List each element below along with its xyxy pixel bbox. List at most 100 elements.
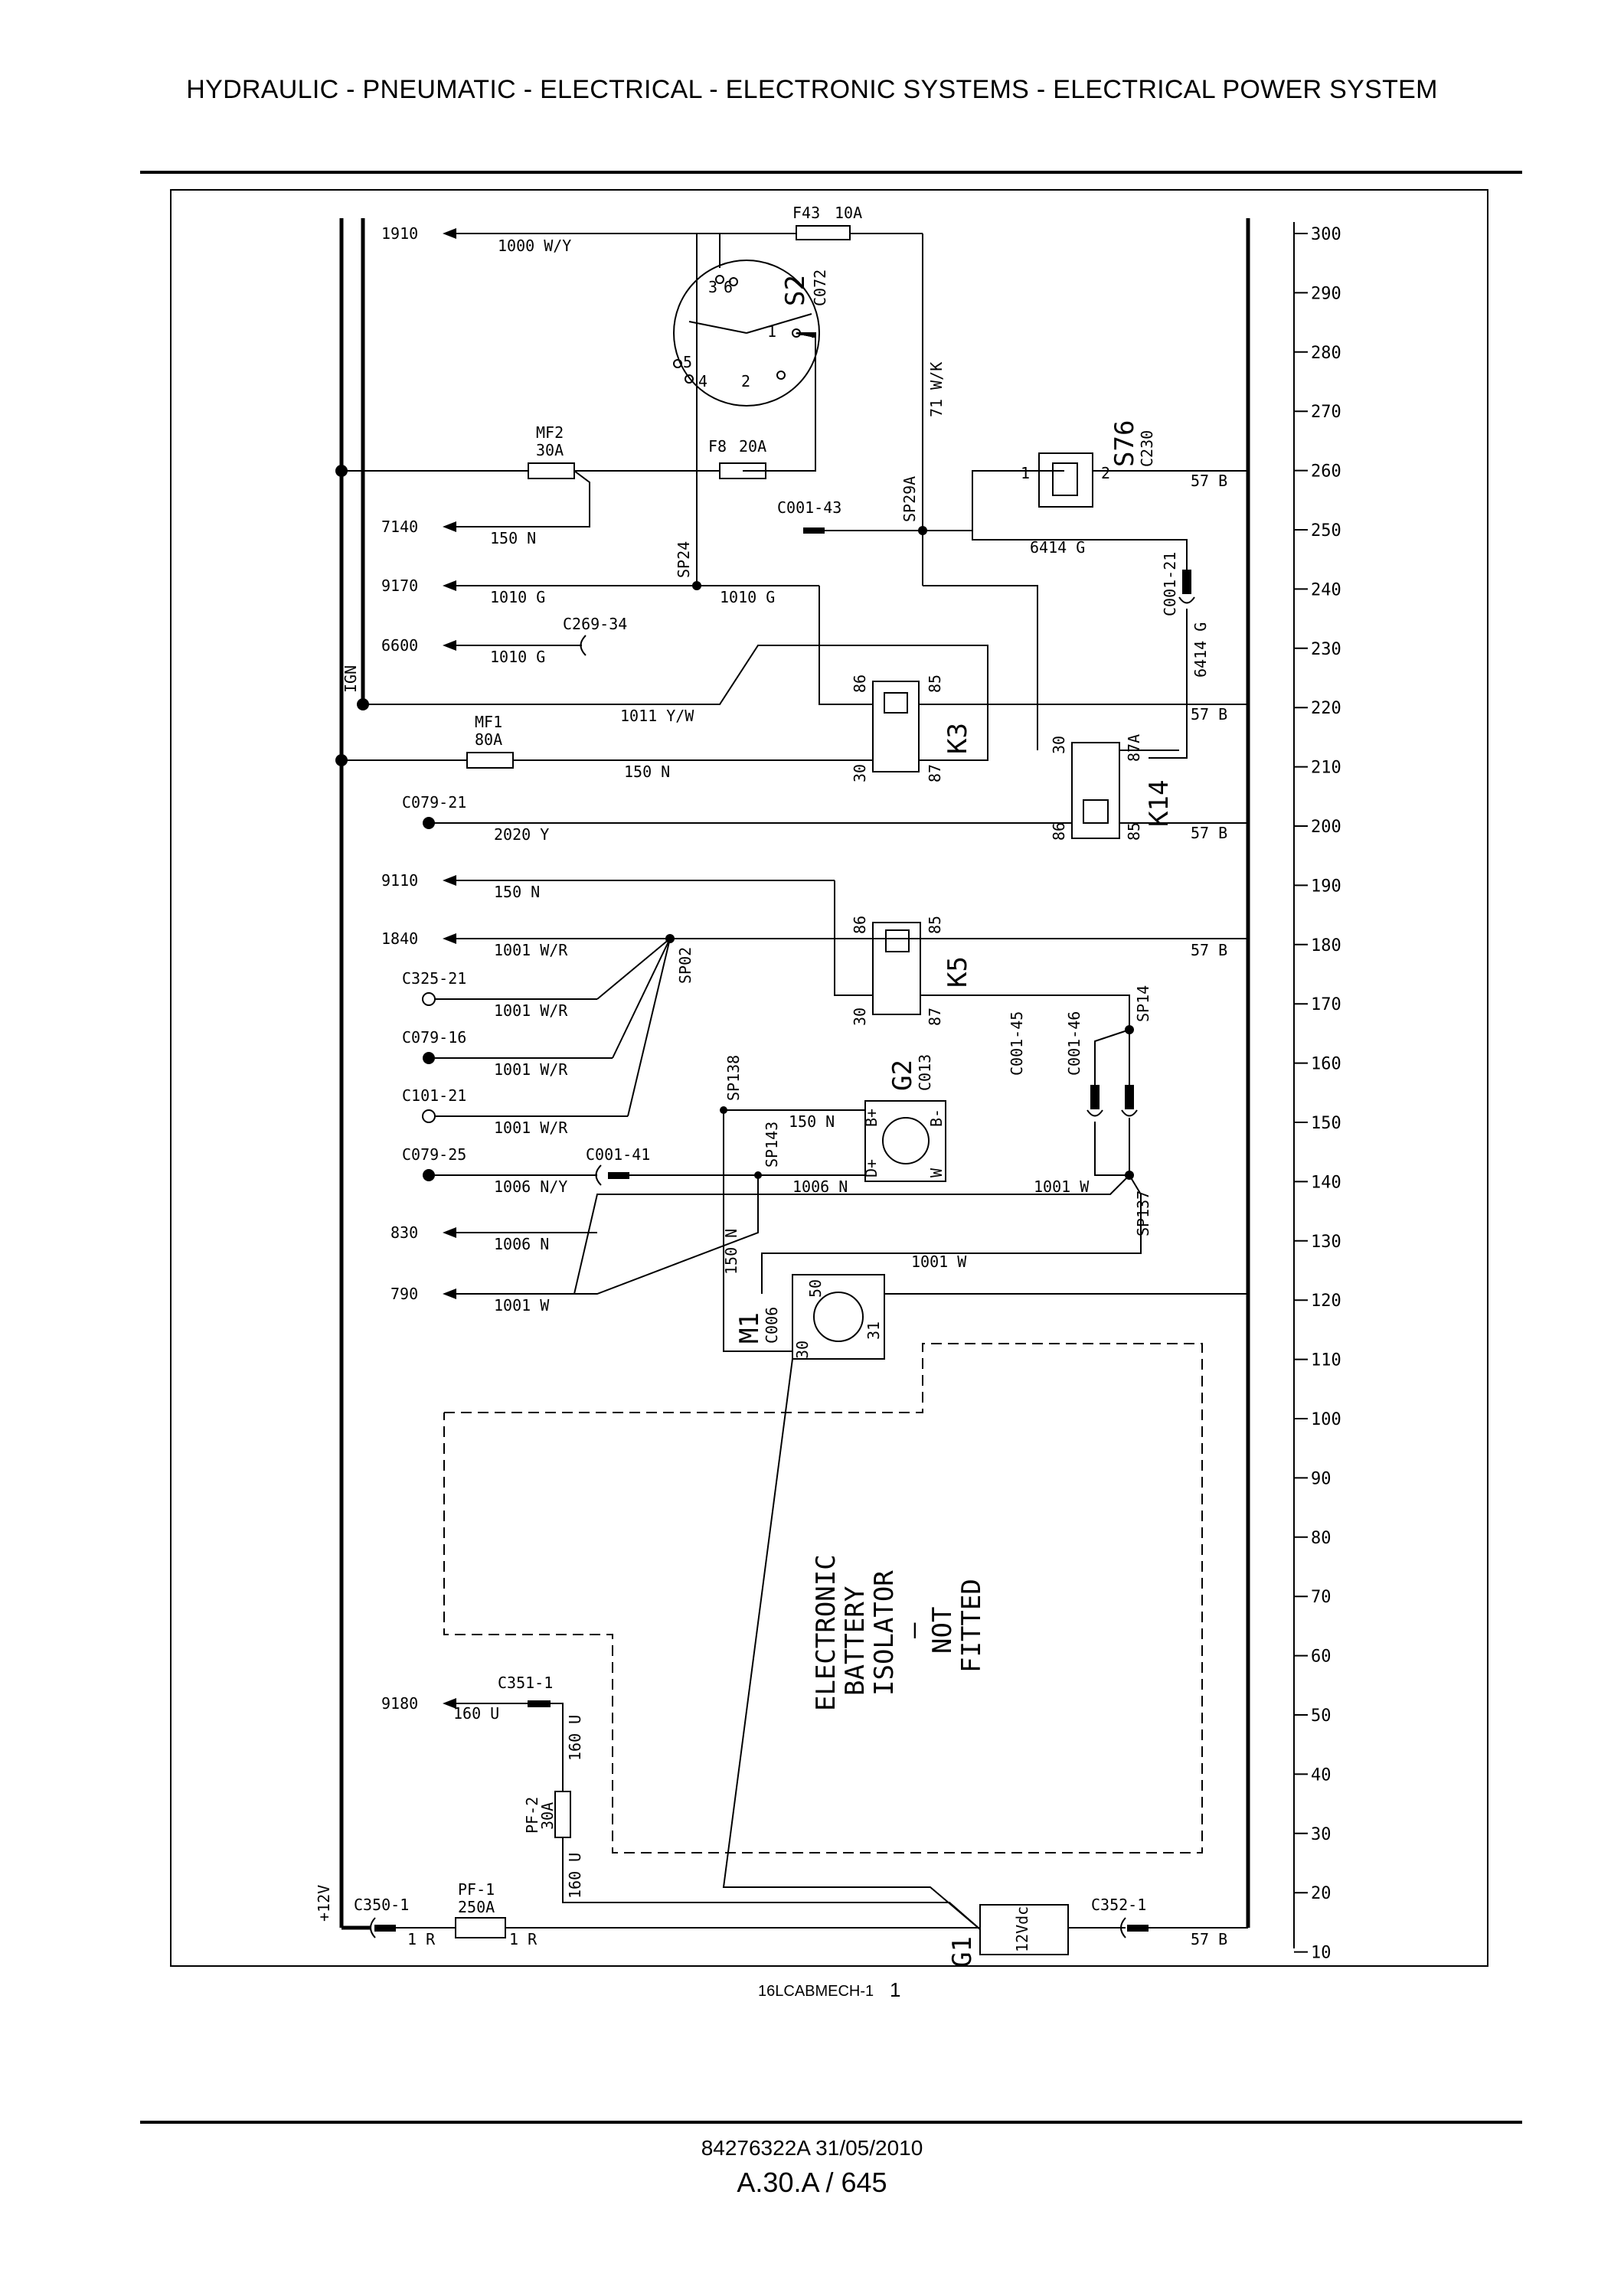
m1-pin-30: 30 — [793, 1341, 812, 1359]
component-m1-connector: C006 — [763, 1307, 781, 1344]
s2-pin-6: 6 — [724, 278, 733, 296]
wire-label: 1006 N — [494, 1235, 549, 1253]
circuit-6600: 6600 — [381, 636, 418, 655]
circuit-7140: 7140 — [381, 518, 418, 536]
grid-scale-label: 130 — [1311, 1233, 1341, 1252]
circuit-9180: 9180 — [381, 1694, 418, 1713]
component-s76-connector: C230 — [1138, 430, 1156, 467]
g2-pin-dplus: D+ — [862, 1159, 881, 1177]
figure-code: 16LCABMECH-1 — [758, 1983, 874, 2000]
k3-pin-85: 85 — [926, 674, 944, 693]
component-s2-connector: C072 — [811, 269, 829, 306]
k5-pin-85: 85 — [926, 916, 944, 934]
circuit-830: 830 — [390, 1223, 418, 1242]
k3-pin-30: 30 — [851, 764, 869, 782]
grid-scale-label: 100 — [1311, 1410, 1341, 1429]
grid-scale-label: 170 — [1311, 995, 1341, 1014]
fuse-f8-label: F8 — [708, 437, 727, 456]
rail-label-plus12v: +12V — [315, 1885, 333, 1922]
splice-sp143: SP143 — [763, 1122, 781, 1168]
isolator-note-line-5: NOT — [927, 1607, 958, 1654]
splice-sp14: SP14 — [1134, 985, 1152, 1022]
s2-pin-2: 2 — [741, 372, 750, 390]
fuse-pf1-rating: 250A — [458, 1898, 495, 1916]
splice-sp02: SP02 — [676, 947, 694, 984]
fuse-f43-rating: 10A — [835, 204, 862, 222]
connector-c101-21: C101-21 — [402, 1086, 466, 1105]
footer-document-code: 84276322A 31/05/2010 — [701, 2136, 923, 2160]
connector-c350-1: C350-1 — [354, 1896, 409, 1914]
fuse-mf1-rating: 80A — [475, 730, 502, 749]
grid-scale-label: 120 — [1311, 1292, 1341, 1311]
wire-label: 57 B — [1191, 941, 1227, 959]
wire-label: 1 R — [509, 1930, 538, 1948]
grid-scale-label: 300 — [1311, 225, 1341, 244]
wire-label: 1010 G — [490, 588, 545, 606]
circuit-790: 790 — [390, 1285, 418, 1303]
wire-label: 1010 G — [490, 648, 545, 666]
page-header-title: HYDRAULIC - PNEUMATIC - ELECTRICAL - ELE… — [186, 75, 1438, 104]
fuse-pf1-label: PF-1 — [458, 1880, 495, 1899]
wire-label: 1006 N/Y — [494, 1177, 567, 1196]
wire-label: 1001 W — [494, 1296, 550, 1315]
wire-label: 1001 W/R — [494, 1001, 568, 1020]
wire-label: 150 N — [494, 883, 540, 901]
fuse-mf1-label: MF1 — [475, 713, 502, 731]
header-rule — [140, 171, 1522, 174]
connector-c001-45: C001-45 — [1008, 1011, 1026, 1076]
wire-label: 160 U — [566, 1715, 584, 1761]
grid-scale-label: 50 — [1311, 1706, 1332, 1726]
splice-sp24: SP24 — [675, 541, 693, 578]
footer-rule — [140, 2121, 1522, 2124]
wire-label: 1001 W/R — [494, 1060, 568, 1079]
isolator-note-line-1: ELECTRONIC — [811, 1554, 841, 1711]
g2-pin-w: W — [927, 1168, 946, 1177]
s2-pin-4: 4 — [698, 372, 707, 390]
component-m1: M1 — [734, 1312, 765, 1344]
grid-scale-label: 150 — [1311, 1114, 1341, 1133]
s2-pin-5: 5 — [683, 353, 692, 371]
k14-pin-87a: 87A — [1125, 734, 1143, 762]
grid-scale-label: 200 — [1311, 818, 1341, 837]
grid-scale-label: 230 — [1311, 640, 1341, 659]
battery-voltage: 12Vdc — [1013, 1906, 1031, 1952]
grid-scale-label: 10 — [1311, 1944, 1332, 1963]
connector-c079-21: C079-21 — [402, 793, 466, 812]
g2-pin-bplus: B+ — [862, 1109, 881, 1127]
grid-scale-label: 250 — [1311, 521, 1341, 541]
connector-c352-1: C352-1 — [1091, 1896, 1146, 1914]
m1-pin-50: 50 — [806, 1279, 825, 1298]
isolator-note-line-6: FITTED — [956, 1579, 987, 1673]
grid-scale-label: 30 — [1311, 1825, 1332, 1844]
connector-c001-41: C001-41 — [586, 1145, 650, 1164]
component-g2-connector: C013 — [916, 1054, 934, 1091]
wire-label: 1 R — [407, 1930, 436, 1948]
grid-scale-label: 210 — [1311, 759, 1341, 778]
connector-c269-34: C269-34 — [563, 615, 627, 633]
connector-c325-21: C325-21 — [402, 969, 466, 988]
s2-pin-1: 1 — [767, 322, 776, 341]
rail-label-ign: IGN — [341, 665, 360, 693]
wire-label: 150 N — [624, 763, 670, 781]
wire-label: 160 U — [453, 1704, 499, 1723]
circuit-1910: 1910 — [381, 224, 418, 243]
wire-label: 150 N — [789, 1112, 835, 1131]
connector-c001-46: C001-46 — [1065, 1011, 1083, 1076]
circuit-9110: 9110 — [381, 871, 418, 890]
grid-scale-label: 260 — [1311, 462, 1341, 482]
grid-scale-label: 110 — [1311, 1351, 1341, 1370]
grid-scale-label: 70 — [1311, 1588, 1332, 1607]
splice-sp137: SP137 — [1134, 1190, 1152, 1236]
connector-c079-25: C079-25 — [402, 1145, 466, 1164]
grid-scale-label: 190 — [1311, 877, 1341, 896]
wire-label: 1001 W/R — [494, 941, 568, 959]
k3-pin-86: 86 — [851, 674, 869, 693]
wire-label: 2020 Y — [494, 825, 549, 844]
grid-scale-label: 60 — [1311, 1648, 1332, 1667]
wire-label: 1011 Y/W — [620, 707, 694, 725]
grid-scale-label: 220 — [1311, 699, 1341, 718]
splice-sp29a: SP29A — [900, 476, 919, 522]
wire-label: 1001 W — [911, 1253, 967, 1271]
circuit-1840: 1840 — [381, 929, 418, 948]
fuse-pf2-label: PF-2 — [523, 1797, 541, 1834]
